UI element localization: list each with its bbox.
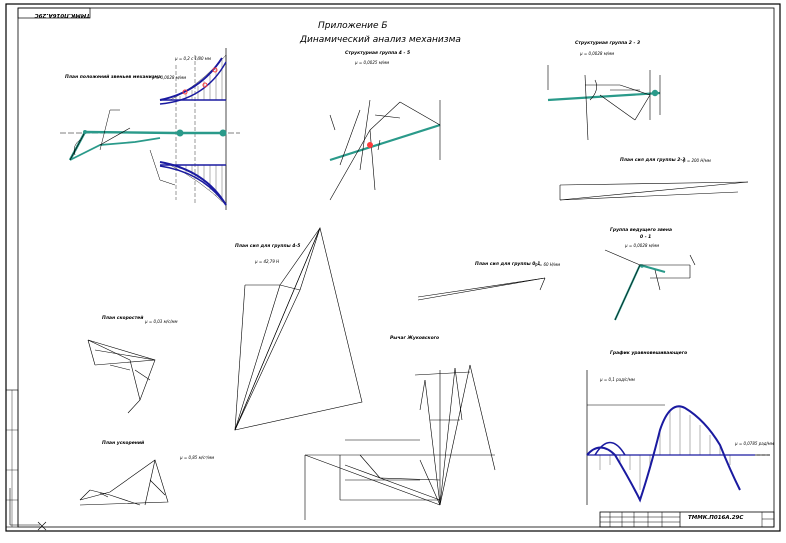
force-plan-23 (559, 181, 749, 201)
corner-axis-mark (9, 488, 47, 531)
sheet-title-1: Приложение Б (318, 21, 388, 31)
top-stamp-box (17, 7, 91, 19)
leading-link-group (604, 249, 696, 321)
label-scale-23: μ = 0,0028 м/мм (580, 51, 615, 56)
title-block (599, 511, 775, 528)
label-scale-force-01: μ = 60 Н/мм (535, 262, 561, 267)
inner-frame (17, 7, 775, 528)
label-scale-acceleration: μ = 0,85 м/с²/мм (180, 455, 215, 460)
label-scale-torque-x: μ = 0,0785 рад/мм (735, 441, 774, 446)
label-leading-link: Группа ведущего звена (610, 228, 673, 233)
structural-group-23 (547, 65, 661, 141)
force-plan-01 (417, 277, 546, 301)
bottom-stamp-label: ТММК.П016А.29С (688, 515, 744, 521)
outer-frame (5, 3, 781, 532)
label-force-23: План сил для группы 2-3 (620, 158, 686, 163)
label-scale-positions: μ = 0,0028 м/мм (152, 75, 187, 80)
velocity-plan (87, 339, 156, 414)
label-scale-force-45: μ = 42,79 Н (255, 259, 280, 264)
mechanism-positions-plan (60, 48, 240, 210)
sheet-title-2: Динамический анализ механизма (300, 35, 461, 45)
label-scale-positions-top: μ = 0,2 с 1/80 мм (175, 56, 211, 61)
top-stamp-label: ТММК.П016А.29С (34, 12, 90, 18)
zhukovsky-lever (304, 364, 496, 520)
label-torque-graph: График уравновешивающего (610, 351, 688, 356)
label-structural-23: Структурная группа 2 - 3 (575, 41, 641, 46)
label-plan-positions: План положений звеньев механизма (65, 75, 162, 80)
label-scale-torque-y: μ = 0,1 рад/с/мм (600, 377, 635, 382)
force-plan-45 (234, 227, 363, 431)
label-zhukovsky: Рычаг Жуковского (390, 336, 440, 341)
label-structural-45: Структурная группа 4 - 5 (345, 51, 411, 56)
label-scale-leading: μ = 0,0028 м/мм (625, 243, 660, 248)
label-scale-45: μ = 0,0025 м/мм (355, 60, 390, 65)
label-leading-link-2: 0 - 1 (640, 235, 652, 240)
label-force-01: План сил для группы 0-1 (475, 262, 541, 267)
label-scale-velocity: μ = 0,03 м/с/мм (145, 319, 178, 324)
acceleration-plan (79, 459, 169, 506)
label-scale-force-23: μ = 200 Н/мм (683, 158, 711, 163)
torque-graph (586, 370, 770, 505)
label-force-45: План сил для группы 4-5 (235, 244, 301, 249)
label-velocity-plan: План скоростей (102, 316, 144, 321)
label-acceleration-plan: План ускорений (102, 441, 145, 446)
left-margin-strip (5, 389, 19, 528)
structural-group-45 (329, 99, 441, 201)
